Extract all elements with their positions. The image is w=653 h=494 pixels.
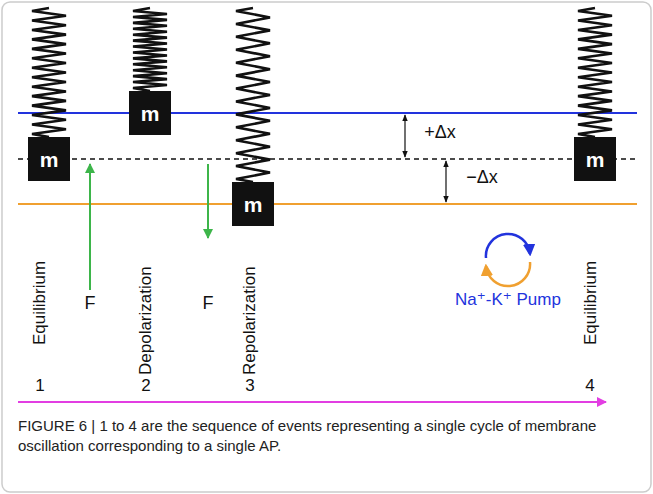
springs [32,8,612,182]
mass-block: m [129,91,171,135]
step-number: 4 [585,377,594,396]
mass-label: m [244,194,263,215]
stage-label: Equilibrium [31,261,50,345]
displacement-arrow [445,161,446,202]
displacement-label: −Δx [466,168,498,188]
mass-label: m [40,149,59,170]
spring-coil [133,8,167,91]
stage-label: Depolarization [137,266,156,375]
force-label: F [85,294,96,314]
displacement-arrow [404,115,405,157]
force-arrow [207,164,209,238]
pump-cycle-arrow [486,262,530,286]
step-number: 3 [245,377,254,396]
mass-block: m [28,137,70,181]
spring-coil [236,8,270,182]
force-label: F [203,294,214,314]
mass-label: m [141,103,160,124]
stage-label: Repolarization [241,266,260,375]
spring-coil [578,8,612,137]
depolarized-level [18,112,637,114]
step-number: 2 [141,377,150,396]
equilibrium-level [18,158,637,160]
pump-label: Na⁺-K⁺ Pump [455,291,561,310]
figure-caption: FIGURE 6 | 1 to 4 are the sequence of ev… [18,416,636,456]
repolarized-level [18,203,637,205]
step-number: 1 [35,377,44,396]
displacement-label: +Δx [424,123,456,143]
force-arrow [89,164,91,290]
mass-label: m [586,149,605,170]
mass-block: m [232,182,274,226]
stage-label: Equilibrium [582,261,601,345]
spring-coil [32,8,66,137]
mass-block: m [574,137,616,181]
pump-cycle-arrow [486,234,530,258]
sequence-arrow [18,401,606,403]
